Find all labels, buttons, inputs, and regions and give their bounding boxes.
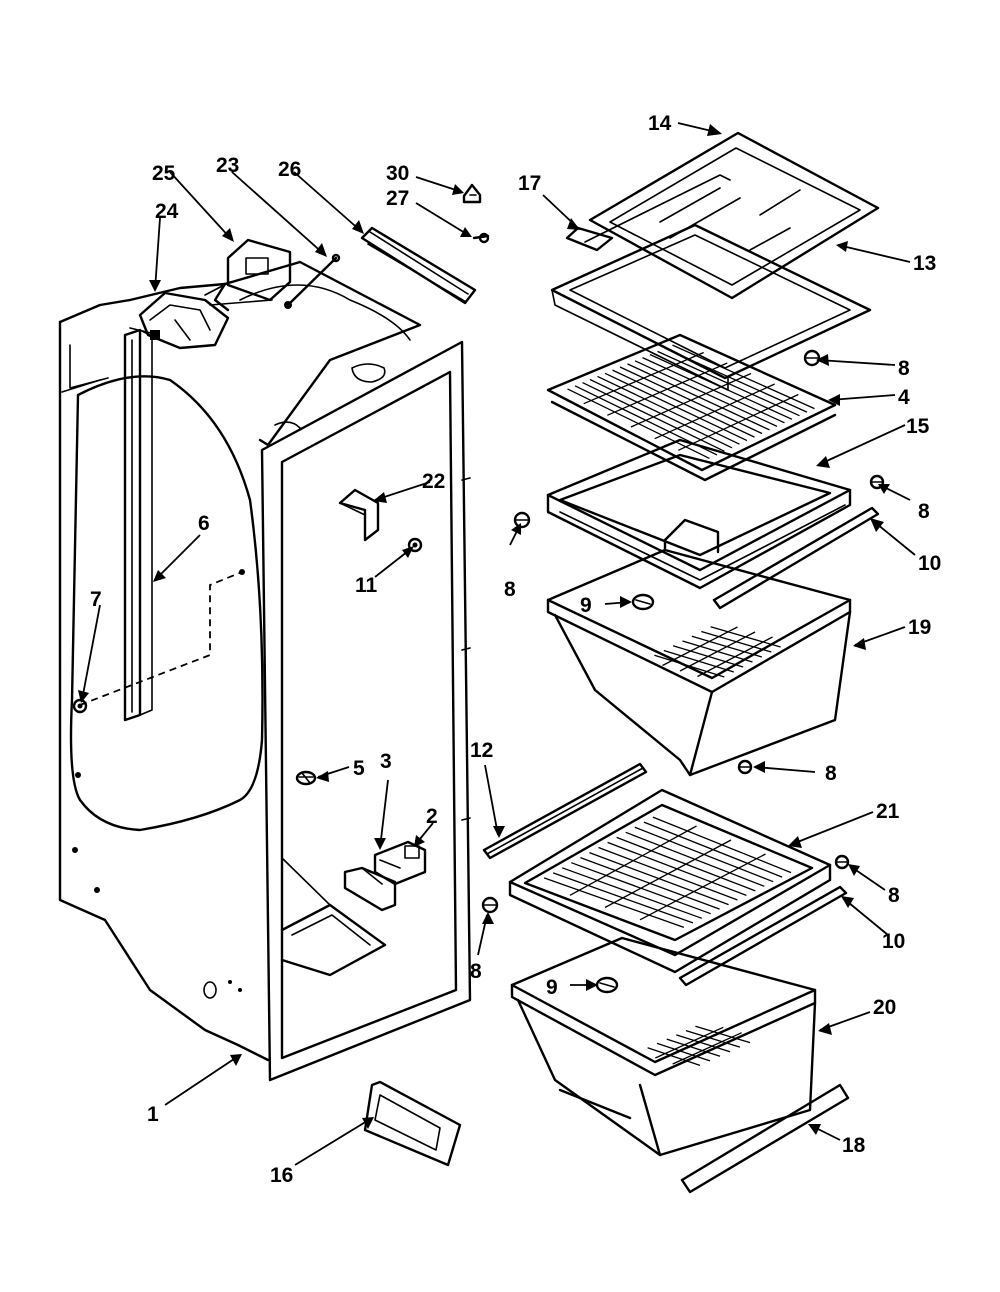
callout-10-b: 10 xyxy=(882,930,905,953)
callout-22: 22 xyxy=(422,470,445,493)
screw-7 xyxy=(72,698,88,714)
leader-lines xyxy=(81,122,916,1166)
callout-21: 21 xyxy=(876,800,900,823)
screw-23 xyxy=(284,253,341,309)
button-5 xyxy=(295,770,317,786)
thermostat-control-24 xyxy=(129,291,230,350)
callout-4: 4 xyxy=(898,386,910,409)
shelf-support-8-c xyxy=(513,511,531,529)
bracket-25 xyxy=(204,238,292,306)
callout-3: 3 xyxy=(380,750,392,773)
shelf-edge-trim-12 xyxy=(482,762,648,860)
callout-15: 15 xyxy=(906,415,930,438)
shelf-support-8-f xyxy=(481,896,499,914)
screw-27 xyxy=(472,232,490,244)
callout-8-c: 8 xyxy=(504,578,516,601)
callout-labels: 14 17 13 8 4 15 8 8 10 9 19 12 8 21 8 10… xyxy=(90,112,941,1187)
callout-26: 26 xyxy=(278,158,301,181)
cabinet-liner xyxy=(58,260,472,1082)
drawer-stop-9-a xyxy=(631,593,655,611)
shelf-support-8-e xyxy=(834,854,850,870)
pan-cover-16 xyxy=(363,1080,462,1167)
shelf-frame-13 xyxy=(550,223,872,391)
wire-shelf-4 xyxy=(546,333,837,482)
arrowheads xyxy=(78,124,890,1135)
callout-10-a: 10 xyxy=(918,552,941,575)
callout-19: 19 xyxy=(908,616,931,639)
callout-9-a: 9 xyxy=(580,594,592,617)
callout-5: 5 xyxy=(353,757,365,780)
callout-6: 6 xyxy=(198,512,210,535)
bracket-22 xyxy=(338,488,380,542)
crisper-trim-18 xyxy=(680,1083,850,1194)
callout-18: 18 xyxy=(842,1134,866,1157)
callout-16: 16 xyxy=(270,1164,293,1187)
front-rail-10-lower xyxy=(678,885,848,987)
callout-7: 7 xyxy=(90,588,102,611)
callout-8-f: 8 xyxy=(470,960,482,983)
top-trim-26 xyxy=(360,226,477,305)
callout-12: 12 xyxy=(470,739,493,762)
callout-8-b: 8 xyxy=(918,500,930,523)
callout-20: 20 xyxy=(873,996,896,1019)
callout-25: 25 xyxy=(152,162,176,185)
shelf-trim-17 xyxy=(565,174,731,252)
shelf-support-8-a xyxy=(803,349,821,367)
crisper-cover-21 xyxy=(508,788,832,974)
callout-23: 23 xyxy=(216,154,239,177)
callout-8-d: 8 xyxy=(825,762,837,785)
callout-30: 30 xyxy=(386,162,409,185)
callout-8-e: 8 xyxy=(888,884,900,907)
callout-24: 24 xyxy=(155,200,179,223)
callout-11: 11 xyxy=(355,574,378,597)
crisper-cover-15 xyxy=(546,438,852,590)
callout-1: 1 xyxy=(147,1103,159,1126)
front-rail-10-upper xyxy=(712,506,880,610)
crisper-drawer-20 xyxy=(510,936,817,1157)
callout-17: 17 xyxy=(518,172,541,195)
shelf-support-8-d xyxy=(737,759,753,775)
shelf-support-8-b xyxy=(869,474,885,490)
callout-27: 27 xyxy=(386,187,409,210)
hinge-plate-3 xyxy=(343,866,397,912)
glass-shelf-14 xyxy=(588,131,880,300)
hinge-2 xyxy=(373,840,427,886)
callout-9-b: 9 xyxy=(546,976,558,999)
callout-8-a: 8 xyxy=(898,357,910,380)
crisper-drawer-19 xyxy=(546,518,852,777)
callout-2: 2 xyxy=(426,805,438,828)
shelf-rail xyxy=(79,328,245,722)
clip-30 xyxy=(462,183,482,204)
callout-14: 14 xyxy=(648,112,672,135)
drawer-stop-9-b xyxy=(595,976,619,994)
callout-13: 13 xyxy=(913,252,936,275)
